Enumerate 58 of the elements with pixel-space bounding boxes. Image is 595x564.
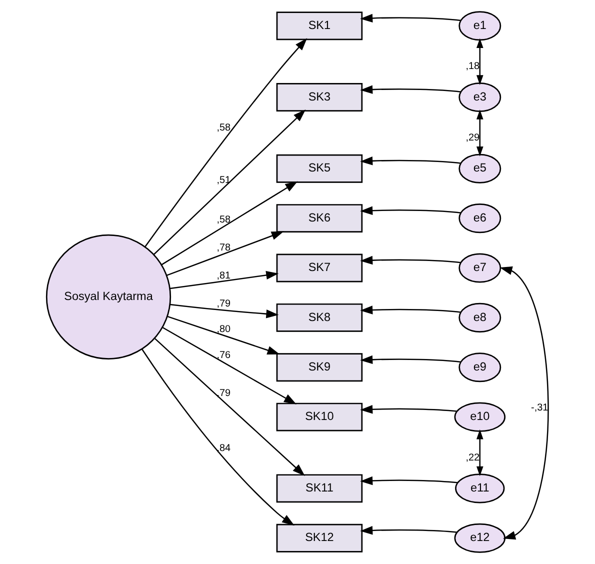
node-box: SK6 [276,204,363,233]
arrow [153,110,306,256]
edge-label: ,58 [216,214,231,226]
node-ellipse: e1 [458,11,502,41]
node-box: SK9 [276,353,363,382]
node-ellipse: e10 [454,402,506,432]
node-box: SK1 [276,12,363,40]
arrow [500,266,549,540]
arrow [360,306,461,314]
node-box: SK5 [276,154,363,183]
arrow [141,348,294,526]
arrow [360,206,461,215]
arrow [476,110,484,156]
node-circle: Sosyal Kaytarma [46,234,172,360]
arrow [476,38,484,85]
arrow [170,304,279,318]
arrow [360,156,461,166]
edge-label: ,18 [466,61,480,72]
node-ellipse: e12 [454,523,506,553]
edge-label: ,79 [216,388,231,400]
arrow [360,256,461,265]
node-box: SK12 [276,524,363,552]
arrow [162,326,296,404]
arrow [161,181,298,266]
arrow [166,231,284,276]
node-box: SK11 [276,474,363,503]
edge-label: ,84 [216,443,231,454]
edge-label: ,58 [216,122,231,134]
node-box: SK7 [276,254,363,282]
edge-label: ,80 [216,324,231,335]
node-ellipse: e11 [455,474,505,504]
arrow [360,355,461,364]
edge-label: ,22 [466,452,480,464]
arrow [360,14,461,23]
node-ellipse: e5 [458,154,502,184]
edge-label: ,76 [216,350,231,362]
node-ellipse: e9 [458,352,502,382]
node-ellipse: e8 [458,302,502,332]
arrow [360,405,458,414]
edge-label: ,78 [216,242,231,254]
arrow [170,270,279,290]
node-ellipse: e7 [458,253,502,283]
arrow [154,338,305,476]
arrow [476,429,484,476]
node-ellipse: e6 [458,204,502,234]
node-box: SK8 [276,303,363,332]
edge-label: ,29 [466,132,480,144]
edge-label: ,81 [216,270,231,282]
node-box: SK3 [276,83,363,112]
node-box: SK10 [276,402,363,432]
arrow [360,85,461,94]
edge-label: ,51 [216,174,231,186]
edge-label: ,79 [216,298,231,310]
arrow [144,38,308,247]
arrow [360,526,458,535]
arrow [167,316,280,354]
node-ellipse: e3 [458,82,502,112]
arrow [360,476,458,486]
